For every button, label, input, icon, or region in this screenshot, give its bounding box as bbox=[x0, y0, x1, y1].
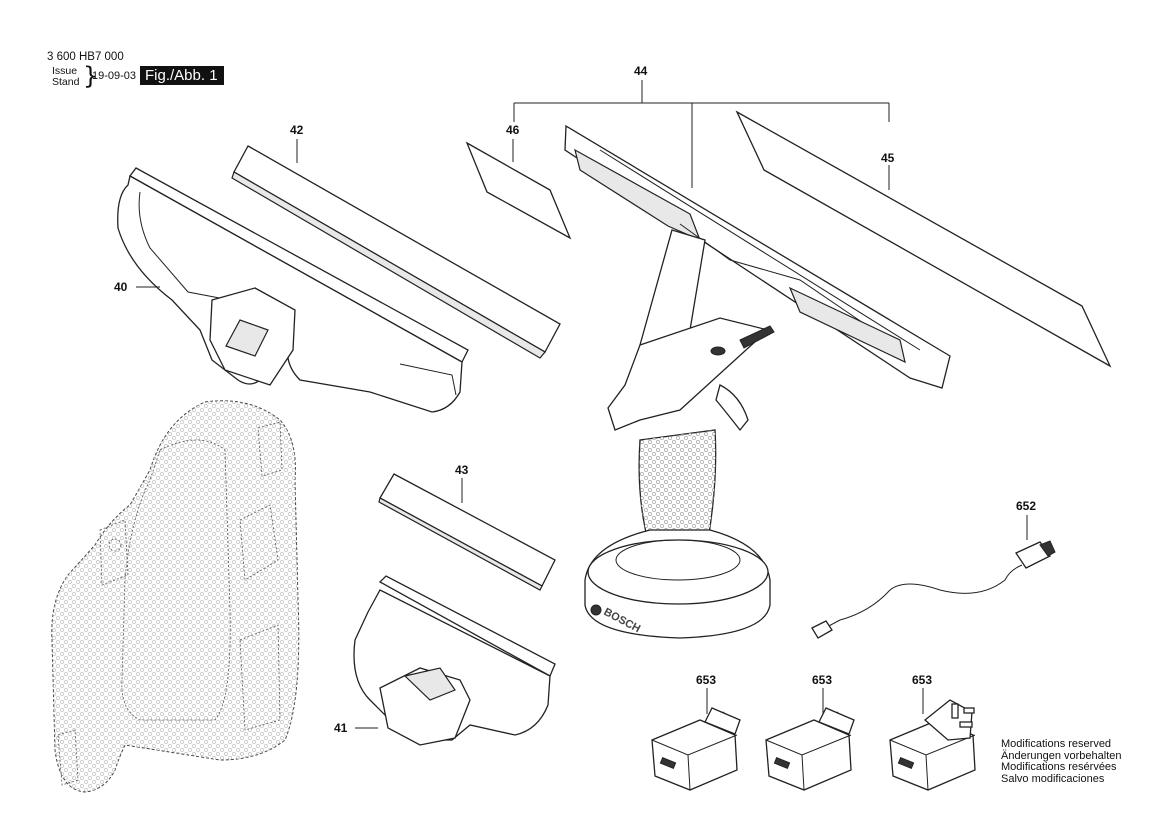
callout-46: 46 bbox=[506, 123, 520, 137]
document-number: 3 600 HB7 000 bbox=[47, 51, 124, 63]
part-653c-charger-uk bbox=[889, 699, 976, 791]
callout-43: 43 bbox=[455, 463, 469, 477]
stand-label: Stand bbox=[52, 76, 80, 88]
part-40-wide-nozzle bbox=[117, 167, 469, 413]
modifications-notes: Modifications reserved Änderungen vorbeh… bbox=[1001, 738, 1122, 786]
part-43-wiper-blade bbox=[378, 473, 556, 591]
callout-40: 40 bbox=[114, 280, 128, 294]
callout-653c: 653 bbox=[912, 673, 932, 687]
note-line: Salvo modificaciones bbox=[1001, 773, 1105, 786]
callout-42: 42 bbox=[290, 123, 304, 137]
callout-652: 652 bbox=[1016, 499, 1036, 513]
callout-45: 45 bbox=[881, 151, 895, 165]
note-line: Modifications reserved bbox=[1001, 738, 1112, 750]
part-41-narrow-nozzle bbox=[353, 575, 556, 746]
callout-653a: 653 bbox=[696, 673, 716, 687]
callout-44: 44 bbox=[634, 64, 648, 78]
part-652-usb-cable bbox=[811, 540, 1056, 639]
part-45-pad bbox=[735, 110, 1112, 368]
callout-41: 41 bbox=[334, 721, 348, 735]
part-44-window-vac-assembly: BOSCH bbox=[564, 124, 951, 639]
issue-brace: } bbox=[83, 62, 99, 90]
part-42-wiper-blade bbox=[231, 145, 561, 359]
note-line: Änderungen vorbehalten bbox=[1001, 749, 1122, 762]
issue-date: 19-09-03 bbox=[92, 70, 137, 82]
figure-label: Fig./Abb. 1 bbox=[140, 66, 224, 85]
housing-body bbox=[51, 400, 300, 793]
note-line: Modifications resérvées bbox=[1001, 761, 1117, 774]
part-653a-charger-eu bbox=[651, 707, 741, 791]
part-46-pad bbox=[465, 141, 572, 240]
issue-label: Issue bbox=[52, 65, 78, 77]
callout-653b: 653 bbox=[812, 673, 832, 687]
part-653b-charger-eu bbox=[765, 707, 855, 791]
leader-44-bracket bbox=[513, 80, 890, 188]
